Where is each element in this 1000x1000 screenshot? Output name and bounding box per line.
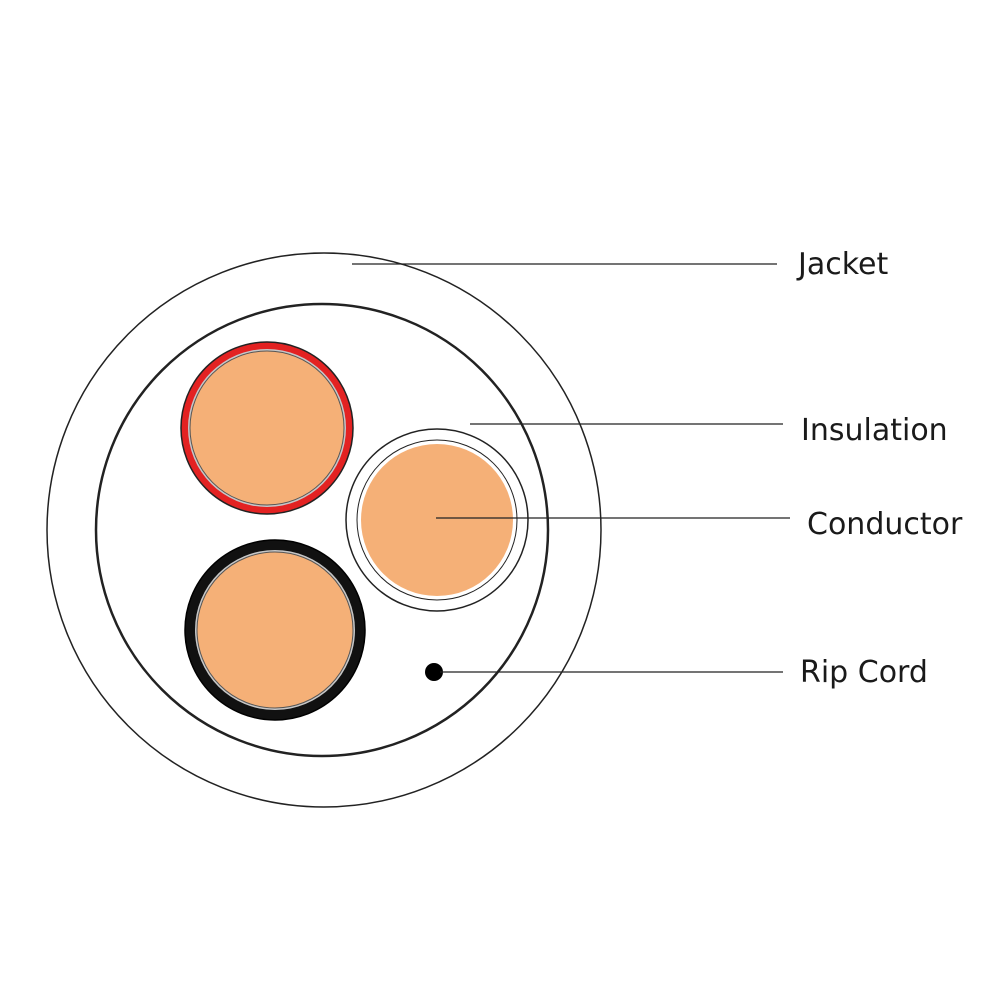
jacket-label: Jacket xyxy=(796,247,888,282)
red-core-conductor xyxy=(189,350,345,506)
rip-cord-label: Rip Cord xyxy=(800,655,928,690)
white-core xyxy=(345,428,529,612)
conductor-label: Conductor xyxy=(807,507,963,542)
black-core-conductor xyxy=(196,551,354,709)
insulation-label: Insulation xyxy=(801,413,948,448)
black-core xyxy=(184,539,366,721)
white-core-conductor xyxy=(361,444,513,596)
rip-cord-dot xyxy=(425,663,443,681)
red-core xyxy=(180,341,354,515)
